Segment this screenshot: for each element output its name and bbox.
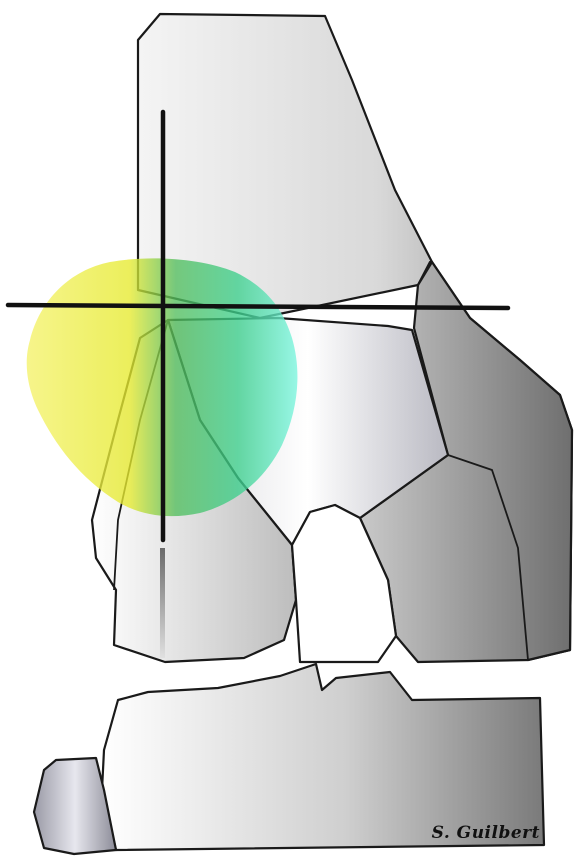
artist-signature: S. Guilbert (432, 823, 540, 843)
drill-path (160, 548, 165, 658)
crosshair-horizontal (8, 305, 508, 308)
